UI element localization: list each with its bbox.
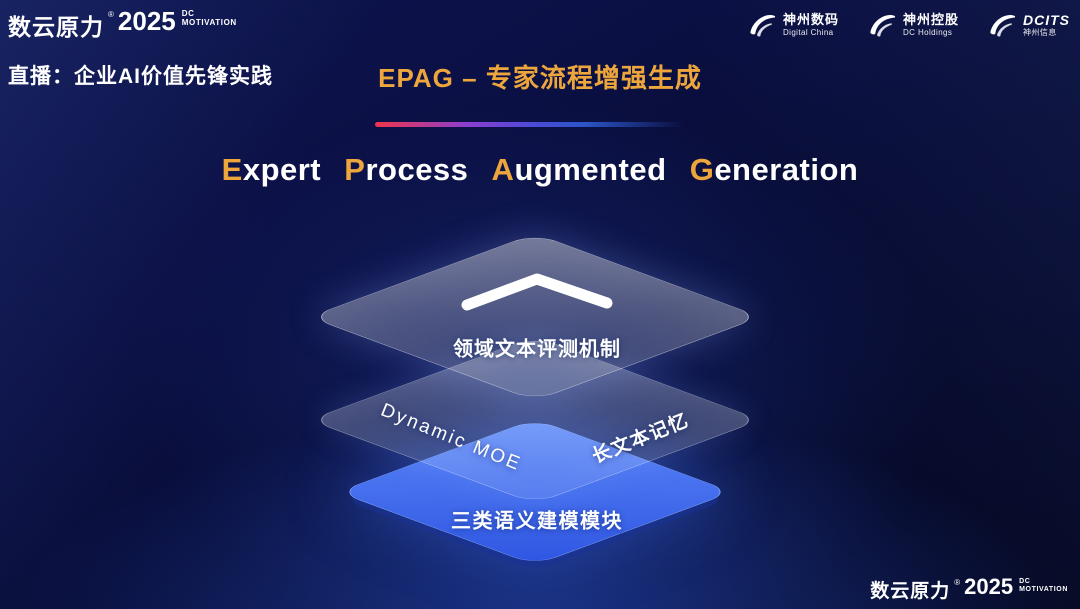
logo-name-en: DC Holdings: [902, 27, 953, 37]
accent-letter: A: [491, 152, 515, 187]
accent-letter: P: [344, 152, 366, 187]
subtitle-word: Generation: [690, 152, 859, 187]
layer-evaluation-glass: [308, 233, 762, 401]
logo-name-cn: 神州数码: [782, 11, 839, 27]
digital-china-logo: 神州数码 Digital China: [747, 10, 839, 40]
label-long-text-memory: 长文本记忆: [589, 409, 693, 468]
word-rest: xpert: [242, 152, 322, 187]
accent-letter: E: [221, 152, 243, 187]
subtitle-word: Augmented: [492, 152, 667, 187]
word-rest: rocess: [365, 152, 469, 187]
word-rest: eneration: [714, 152, 859, 187]
label-evaluation-mechanism: 领域文本评测机制: [453, 338, 621, 361]
digital-china-swoosh-icon: [750, 15, 776, 37]
brand-name: 数云原力: [870, 581, 951, 602]
dc-holdings-logo: 神州控股 DC Holdings: [867, 10, 959, 40]
logo-text: 神州控股 DC Holdings: [902, 11, 959, 37]
registered-mark: ®: [954, 578, 961, 587]
brand-sub-motivation: MOTIVATION: [1019, 585, 1068, 593]
brand-sub-dc: DC: [1019, 578, 1031, 585]
registered-mark: ®: [108, 10, 114, 19]
dc-holdings-swoosh-icon: [870, 15, 896, 37]
subtitle-word: Expert: [222, 152, 322, 187]
brand-sub-dc: DC: [181, 9, 195, 18]
word-rest: ugmented: [514, 152, 667, 187]
dcits-swoosh-icon: [990, 15, 1016, 37]
title-divider: [375, 122, 683, 127]
brand-sub-text: DC MOTIVATION: [181, 9, 237, 28]
label-semantic-modeling: 三类语义建模模块: [451, 510, 623, 533]
dcits-logo: DCITS 神州信息: [987, 10, 1070, 40]
brand-year: 2025: [117, 6, 176, 36]
brand-sub-text: DC MOTIVATION: [1019, 578, 1068, 593]
layer-semantic-modeling: [337, 418, 733, 566]
brand-logo-top-left: 数云原力 ® 2025 DC MOTIVATION: [8, 8, 237, 42]
logo-name-en: DCITS: [1023, 12, 1070, 29]
brand-logo-bottom-right: 数云原力 ® 2025 DC MOTIVATION: [870, 576, 1068, 603]
subtitle-word: Process: [344, 152, 468, 187]
label-dynamic-moe: Dynamic MOE: [377, 399, 525, 476]
logo-name-cn: 神州信息: [1023, 28, 1057, 38]
chevron-up-icon: [461, 273, 613, 311]
logo-name-en: Digital China: [782, 27, 834, 37]
brand-year: 2025: [964, 574, 1014, 599]
subtitle: Expert Process Augmented Generation: [0, 152, 1080, 188]
layer-middle-glass: [308, 336, 762, 504]
brand-name: 数云原力: [8, 14, 104, 40]
accent-letter: G: [689, 152, 715, 187]
live-title: 直播：企业AI价值先锋实践: [8, 65, 273, 88]
page-title: EPAG – 专家流程增强生成: [378, 63, 702, 93]
partner-logos: 神州数码 Digital China 神州控股 DC Holdings DCIT…: [747, 10, 1070, 40]
logo-text: 神州数码 Digital China: [782, 11, 839, 37]
brand-sub-motivation: MOTIVATION: [181, 17, 237, 27]
logo-text: DCITS 神州信息: [1023, 12, 1070, 37]
logo-name-cn: 神州控股: [902, 11, 959, 27]
